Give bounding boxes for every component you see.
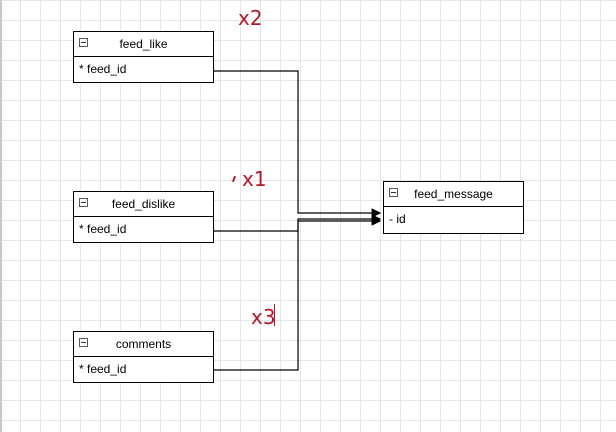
collapse-icon[interactable] [79, 338, 88, 347]
entity-field[interactable]: * feed_id [79, 62, 127, 76]
entity-field[interactable]: * feed_id [79, 222, 127, 236]
entity-field[interactable]: - id [389, 212, 406, 226]
entity-title: feed_dislike [111, 197, 176, 211]
entity-title: comments [115, 337, 172, 351]
entity-header: feed_message [384, 182, 523, 207]
entity-feed-like[interactable]: feed_like * feed_id [73, 31, 214, 83]
collapse-icon[interactable] [79, 198, 88, 207]
entity-header: feed_like [74, 32, 213, 57]
text-cursor [274, 304, 275, 326]
connector-feed-dislike[interactable] [213, 216, 382, 232]
entity-comments[interactable]: comments * feed_id [73, 331, 214, 383]
entity-feed-dislike[interactable]: feed_dislike * feed_id [73, 191, 214, 243]
connector-comments[interactable] [213, 214, 382, 371]
collapse-icon[interactable] [389, 188, 398, 197]
canvas-left-rule [0, 0, 2, 432]
entity-field[interactable]: * feed_id [79, 362, 127, 376]
entity-title: feed_like [119, 37, 168, 51]
annotation-feed-dislike-count: x1 [242, 167, 267, 191]
entity-title: feed_message [414, 187, 493, 201]
entity-header: feed_dislike [74, 192, 213, 217]
annotation-feed-like-count: x2 [238, 6, 263, 30]
entity-feed-message[interactable]: feed_message - id [383, 181, 524, 234]
entity-header: comments [74, 332, 213, 357]
collapse-icon[interactable] [79, 38, 88, 47]
connector-feed-like[interactable] [213, 70, 382, 218]
annotation-comments-count: x3 [251, 305, 276, 329]
